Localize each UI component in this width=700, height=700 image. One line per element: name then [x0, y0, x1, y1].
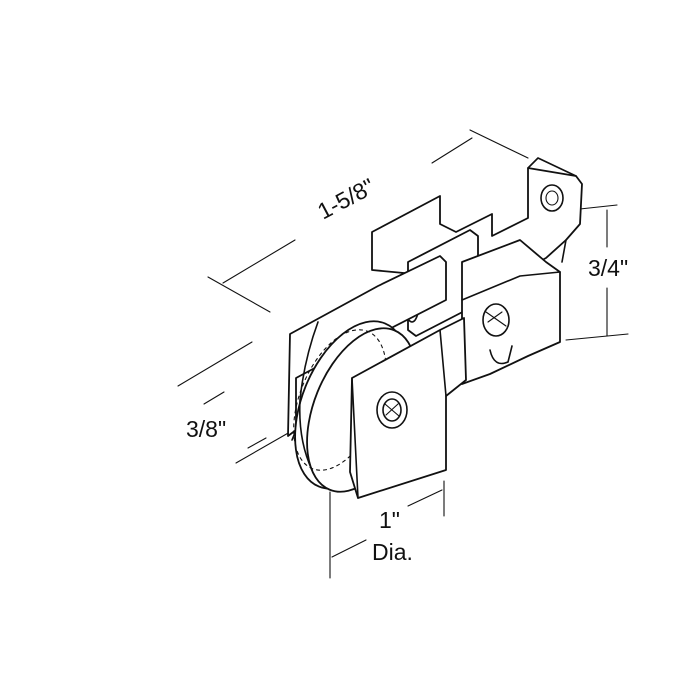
dimension-diameter-note: Dia. [372, 539, 413, 565]
body-block [461, 239, 561, 385]
dimension-height-label: 3/4" [588, 255, 628, 281]
dimension-lines [177, 129, 629, 579]
dimension-diameter-label: 1" [379, 507, 400, 533]
dimension-length-label: 1-5/8" [313, 173, 379, 224]
dimension-offset-label: 3/8" [186, 416, 226, 442]
front-side-plate [349, 317, 467, 499]
